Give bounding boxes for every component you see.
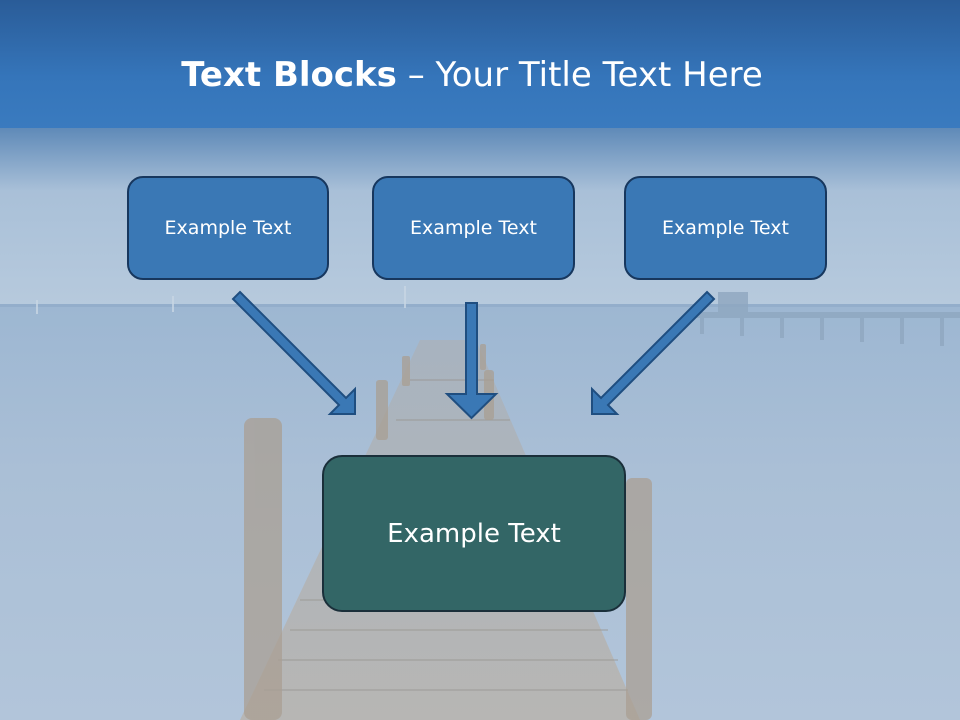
text-block-left-label: Example Text	[164, 217, 292, 239]
arrow-middle	[444, 302, 499, 420]
text-block-middle: Example Text	[372, 176, 575, 280]
text-block-left: Example Text	[127, 176, 329, 280]
text-block-right: Example Text	[624, 176, 827, 280]
text-block-middle-label: Example Text	[410, 217, 537, 239]
header-band	[0, 0, 960, 140]
text-block-right-label: Example Text	[662, 217, 789, 239]
arrow-left	[231, 290, 356, 415]
slide-title-rest: – Your Title Text Here	[396, 55, 763, 95]
text-block-center-label: Example Text	[387, 518, 561, 549]
arrow-right	[591, 290, 716, 415]
slide-title: Text Blocks – Your Title Text Here	[0, 52, 944, 98]
text-block-center: Example Text	[322, 455, 626, 612]
slide-title-bold: Text Blocks	[181, 55, 397, 95]
